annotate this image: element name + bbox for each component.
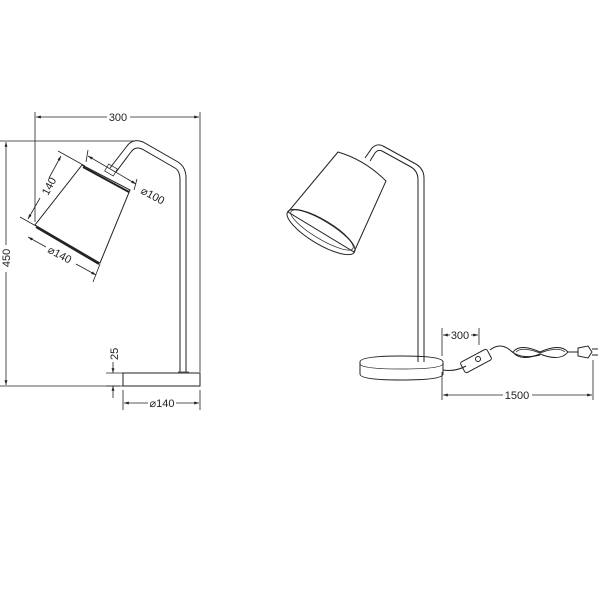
width-dimension: 300 [34,112,201,372]
lamp-shade-perspective [286,151,387,256]
width-label: 300 [109,112,127,124]
lamp-base-perspective [359,355,444,381]
base-diameter-dimension: ⌀140 [122,390,201,410]
lamp-arm-perspective [364,144,425,362]
switch-distance-label: 300 [451,330,469,342]
cable-length-label: 1500 [505,390,529,402]
cable-length-dimension: 1500 [441,360,594,402]
power-cord [442,345,598,374]
front-view: 300 450 ⌀100 [0,112,201,410]
lamp-arm [104,140,187,372]
base-diameter-label: ⌀140 [150,398,175,410]
plug [577,345,598,359]
perspective-view: 300 1500 [286,144,598,402]
height-dimension: 450 [0,140,135,387]
shade-top-diameter-label: ⌀100 [139,185,167,207]
switch-distance-dimension: 300 [441,328,480,356]
height-label: 450 [1,249,13,267]
base-height-label: 25 [109,348,121,360]
base-height-dimension: 25 [106,348,123,398]
shade-height-dimension: 140 [19,150,86,227]
switch-button [475,356,481,362]
inline-switch [460,348,492,374]
shade-height-label: 140 [40,176,59,198]
shade-joint [104,163,118,177]
lamp-base [122,372,201,387]
